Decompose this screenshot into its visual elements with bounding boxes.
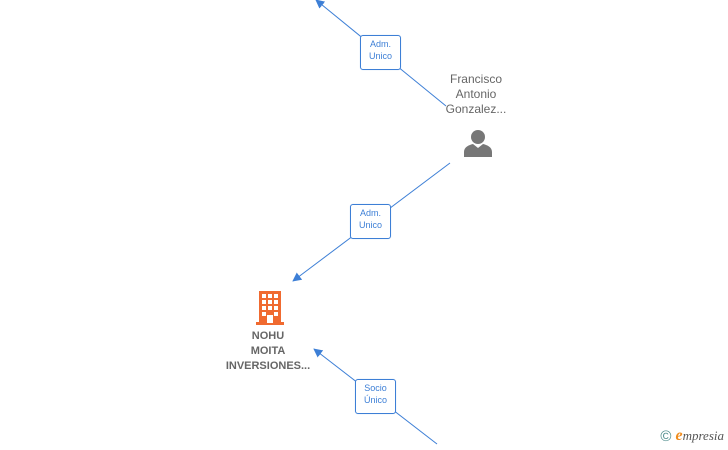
watermark: © empresia xyxy=(660,426,724,446)
edge-label-bottom-line1: Socio xyxy=(364,383,387,393)
person-name-line2: Antonio xyxy=(455,87,497,101)
edge-label-top-line1: Adm. xyxy=(369,39,391,49)
person-name[interactable]: Francisco Antonio Gonzalez... xyxy=(421,72,531,117)
empresia-logo-initial: e xyxy=(675,427,683,444)
edge-label-top[interactable]: Adm. Unico xyxy=(360,35,401,70)
company-name-line2: MOITA xyxy=(250,345,286,357)
company-name-line3: INVERSIONES... xyxy=(225,360,311,372)
edge-label-top-line2: Unico xyxy=(368,51,392,61)
edge-label-mid[interactable]: Adm. Unico xyxy=(350,204,391,239)
empresia-logo-rest: mpresia xyxy=(682,428,724,443)
company-name-line1: NOHU xyxy=(251,330,285,342)
person-name-line3: Gonzalez... xyxy=(445,102,507,116)
copyright-icon: © xyxy=(660,427,672,445)
empresia-logo: empresia xyxy=(675,427,724,445)
building-icon[interactable] xyxy=(254,291,286,325)
edge-label-mid-line1: Adm. xyxy=(359,208,381,218)
edge-label-mid-line2: Unico xyxy=(358,220,382,230)
edge-label-bottom[interactable]: Socio Único xyxy=(355,379,396,414)
person-icon[interactable] xyxy=(463,128,493,158)
person-name-line1: Francisco xyxy=(449,72,502,86)
company-name[interactable]: NOHU MOITA INVERSIONES... xyxy=(203,329,333,374)
edge-label-bottom-line2: Único xyxy=(363,395,387,405)
